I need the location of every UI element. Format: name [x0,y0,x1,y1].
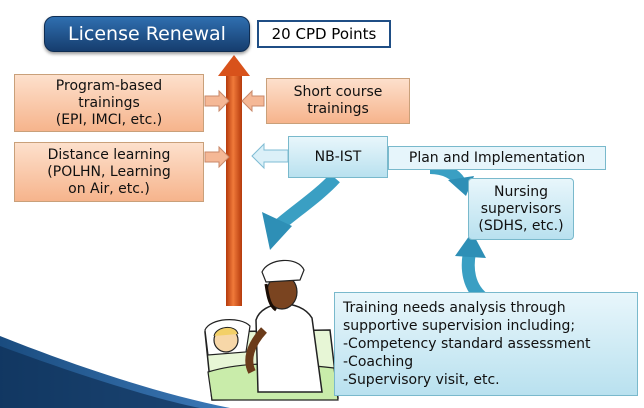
program-based-line-2: trainings [78,94,140,111]
plan-implementation-box: Plan and Implementation [388,146,606,170]
curved-arrow-down [271,173,340,233]
vertical-arrow-head [218,55,250,76]
curved-arrow-up-head [455,232,486,258]
arrow-left-blue [251,142,289,170]
training-needs-line-1: Training needs analysis through [343,300,566,316]
nursing-supervisors-box: Nursing supervisors (SDHS, etc.) [468,178,574,240]
training-needs-box: Training needs analysis through supporti… [334,292,638,396]
short-course-trainings-box: Short course trainings [266,78,410,124]
distance-learning-line-3: on Air, etc.) [68,180,150,197]
license-renewal-title: License Renewal [44,16,250,52]
curved-arrow-plan-head [448,176,474,196]
arrow-left-1 [241,89,265,113]
nb-ist-box: NB-IST [288,136,388,178]
curved-arrow-down-head [262,212,292,250]
distance-learning-line-2: (POLHN, Learning [47,163,171,180]
training-needs-line-4: -Coaching [343,354,414,370]
program-based-line-1: Program-based [55,77,163,94]
training-needs-line-2: supportive supervision including; [343,318,576,334]
nurse-clipart [204,259,339,401]
program-based-line-3: (EPI, IMCI, etc.) [55,111,163,128]
distance-learning-line-1: Distance learning [47,146,171,163]
supervisors-line-3: (SDHS, etc.) [478,217,564,234]
training-needs-line-5: -Supervisory visit, etc. [343,372,500,388]
vertical-arrow-shaft [226,76,242,306]
corner-swoosh-shadow [0,346,200,408]
program-based-trainings-box: Program-based trainings (EPI, IMCI, etc.… [14,74,204,132]
arrow-right-1 [204,89,230,113]
arrow-right-2 [204,145,230,169]
distance-learning-box: Distance learning (POLHN, Learning on Ai… [14,142,204,202]
short-course-line-2: trainings [307,101,369,117]
short-course-line-1: Short course [293,84,383,100]
training-needs-line-3: -Competency standard assessment [343,336,591,352]
cpd-points-box: 20 CPD Points [257,20,391,48]
supervisors-line-2: supervisors [480,200,562,217]
supervisors-line-1: Nursing [493,183,549,200]
